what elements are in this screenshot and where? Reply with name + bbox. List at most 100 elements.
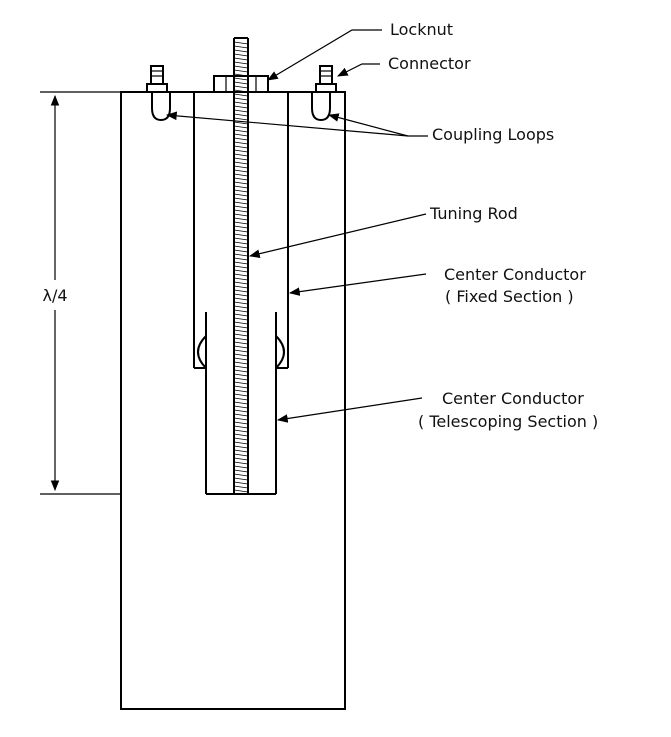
- thread-line: [233, 409, 249, 413]
- center-fixed-label-line1: Center Conductor: [444, 265, 586, 284]
- thread-line: [233, 157, 249, 161]
- thread-line: [233, 65, 249, 69]
- thread-line: [233, 373, 249, 377]
- thread-line: [233, 257, 249, 261]
- thread-line: [233, 209, 249, 213]
- thread-line: [233, 421, 249, 425]
- thread-line: [233, 445, 249, 449]
- thread-line: [233, 241, 249, 245]
- thread-line: [233, 345, 249, 349]
- thread-line: [233, 149, 249, 153]
- thread-line: [233, 221, 249, 225]
- thread-line: [233, 121, 249, 125]
- thread-line: [233, 477, 249, 481]
- thread-line: [233, 225, 249, 229]
- thread-line: [233, 109, 249, 113]
- tuning-rod-label: Tuning Rod: [429, 204, 518, 223]
- thread-line: [233, 289, 249, 293]
- thread-line: [233, 401, 249, 405]
- thread-line: [233, 449, 249, 453]
- coupling-loop-right: [311, 92, 331, 122]
- thread-line: [233, 453, 249, 457]
- thread-line: [233, 469, 249, 473]
- thread-line: [233, 309, 249, 313]
- center-fixed-label-line2: ( Fixed Section ): [445, 287, 574, 306]
- thread-line: [233, 41, 249, 45]
- connector-label: Connector: [388, 54, 471, 73]
- coupling-loops-label: Coupling Loops: [432, 125, 554, 144]
- thread-line: [233, 141, 249, 145]
- thread-line: [233, 229, 249, 233]
- thread-line: [233, 201, 249, 205]
- thread-line: [233, 465, 249, 469]
- thread-line: [233, 357, 249, 361]
- tuning-rod-threads: [233, 41, 249, 493]
- thread-line: [233, 297, 249, 301]
- thread-line: [233, 117, 249, 121]
- quarter-wave-label: λ/4: [42, 286, 67, 305]
- thread-line: [233, 293, 249, 297]
- thread-line: [233, 385, 249, 389]
- thread-line: [233, 237, 249, 241]
- thread-line: [233, 457, 249, 461]
- center-tele-leader: [276, 397, 423, 423]
- thread-line: [233, 381, 249, 385]
- connector-leader: [337, 63, 380, 77]
- thread-line: [233, 133, 249, 137]
- thread-line: [233, 53, 249, 57]
- locknut-leader: [267, 29, 382, 81]
- thread-line: [233, 269, 249, 273]
- thread-line: [233, 337, 249, 341]
- thread-line: [233, 485, 249, 489]
- thread-line: [233, 305, 249, 309]
- thread-line: [233, 437, 249, 441]
- thread-line: [233, 129, 249, 133]
- thread-line: [233, 341, 249, 345]
- thread-line: [233, 61, 249, 65]
- coupling-loop-left: [151, 92, 171, 122]
- thread-line: [233, 57, 249, 61]
- thread-line: [233, 433, 249, 437]
- tuning-rod-leader: [248, 213, 427, 258]
- thread-line: [233, 249, 249, 253]
- thread-line: [233, 245, 249, 249]
- thread-line: [233, 193, 249, 197]
- center-conductor-telescoping-section: [197, 312, 285, 495]
- thread-line: [233, 317, 249, 321]
- thread-line: [233, 145, 249, 149]
- thread-line: [233, 77, 249, 81]
- thread-line: [233, 97, 249, 101]
- center-conductor-fixed-section: [193, 92, 289, 369]
- thread-line: [233, 205, 249, 209]
- thread-line: [233, 377, 249, 381]
- thread-line: [233, 153, 249, 157]
- thread-line: [233, 429, 249, 433]
- thread-line: [233, 169, 249, 173]
- thread-line: [233, 353, 249, 357]
- thread-line: [233, 277, 249, 281]
- thread-line: [233, 217, 249, 221]
- locknut-label: Locknut: [390, 20, 453, 39]
- thread-line: [233, 161, 249, 165]
- leader-lines: [165, 29, 428, 423]
- thread-line: [233, 253, 249, 257]
- connector-left: [146, 65, 168, 93]
- thread-line: [233, 473, 249, 477]
- thread-line: [233, 69, 249, 73]
- thread-line: [233, 273, 249, 277]
- thread-line: [233, 365, 249, 369]
- thread-line: [233, 413, 249, 417]
- thread-line: [233, 329, 249, 333]
- thread-line: [233, 349, 249, 353]
- thread-line: [233, 481, 249, 485]
- thread-line: [233, 301, 249, 305]
- tuning-rod: [233, 37, 249, 494]
- thread-line: [233, 105, 249, 109]
- thread-line: [233, 165, 249, 169]
- thread-line: [233, 461, 249, 465]
- thread-line: [233, 45, 249, 49]
- thread-line: [233, 81, 249, 85]
- thread-line: [233, 85, 249, 89]
- thread-line: [233, 113, 249, 117]
